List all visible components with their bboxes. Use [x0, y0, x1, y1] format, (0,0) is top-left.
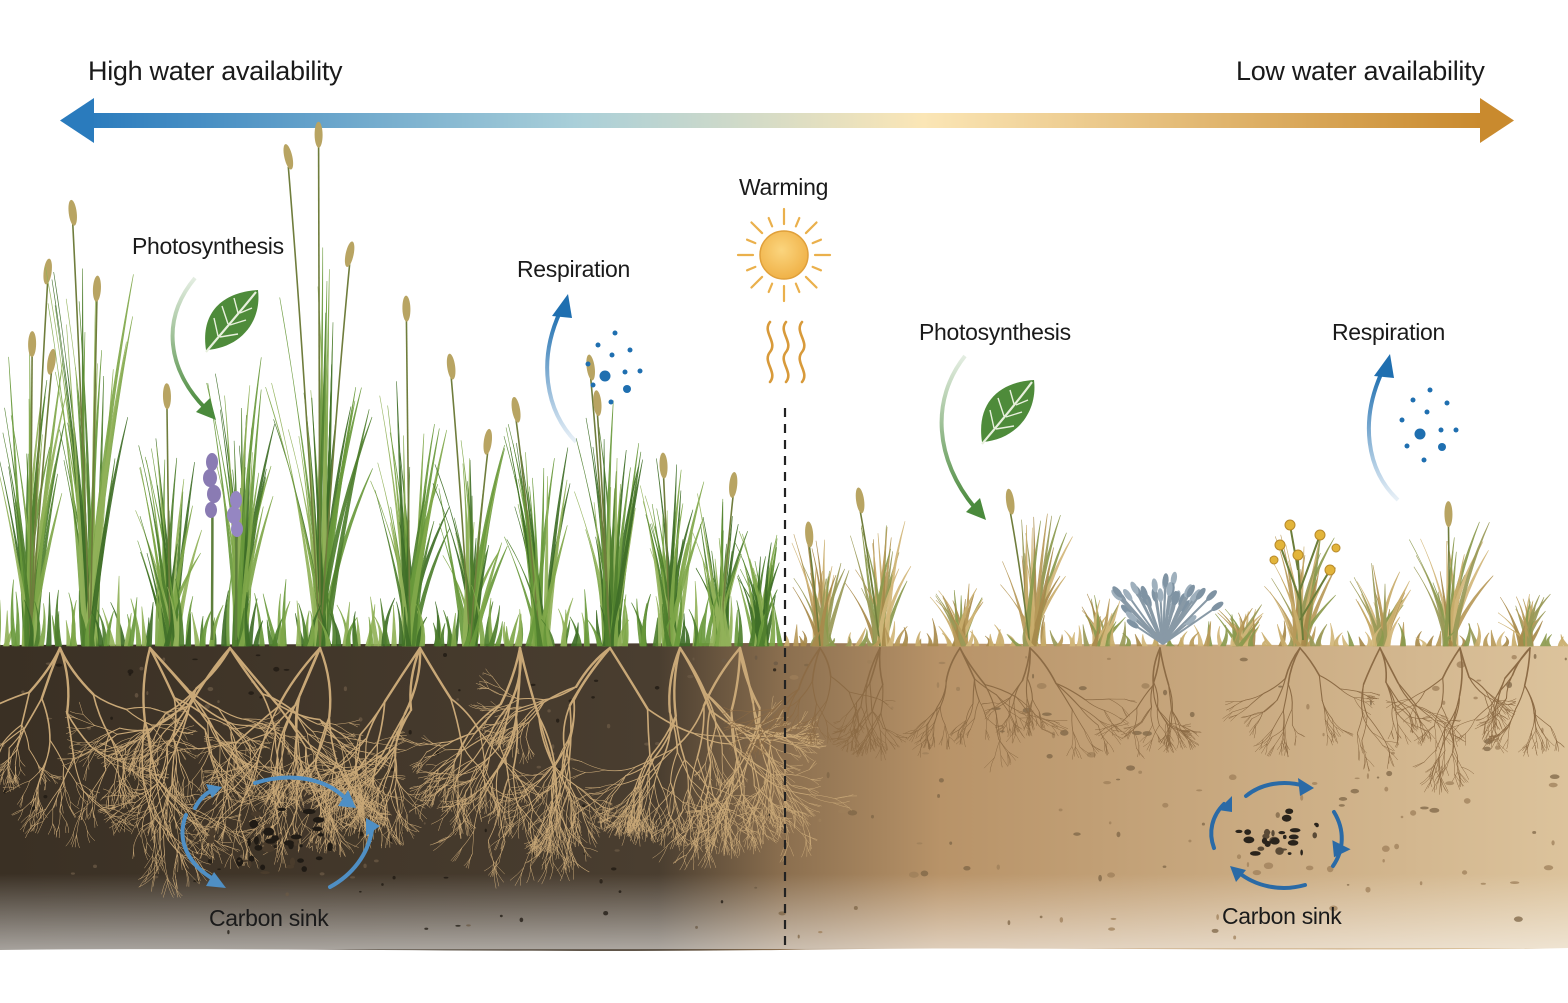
lavender-flowers: [203, 453, 243, 640]
heat-waves-icon: [768, 322, 805, 382]
warming-label: Warming: [739, 174, 828, 201]
respiration-label-dry: Respiration: [1332, 319, 1445, 346]
arrow-shaft: [88, 113, 1480, 128]
wet-vegetation: [0, 122, 783, 646]
arrow-left-head: [60, 98, 94, 143]
water-availability-arrow: [60, 98, 1514, 143]
respiration-arrow-dry: [1369, 354, 1398, 500]
sun-icon: [738, 209, 830, 301]
high-water-label: High water availability: [88, 56, 342, 87]
respiration-arrow-wet: [547, 294, 576, 442]
co2-dots-dry: [1400, 388, 1459, 463]
photosynthesis-label-dry: Photosynthesis: [919, 319, 1071, 346]
leaf-icon-dry: [981, 380, 1034, 444]
respiration-label-wet: Respiration: [517, 256, 630, 283]
carbon-sink-label-dry: Carbon sink: [1222, 903, 1341, 930]
leaf-icon-wet: [205, 290, 258, 352]
carbon-sink-label-wet: Carbon sink: [209, 905, 328, 932]
arrow-right-head: [1480, 98, 1514, 143]
photosynthesis-label-wet: Photosynthesis: [132, 233, 284, 260]
low-water-label: Low water availability: [1236, 56, 1485, 87]
photosynthesis-arrow-dry: [942, 356, 986, 520]
